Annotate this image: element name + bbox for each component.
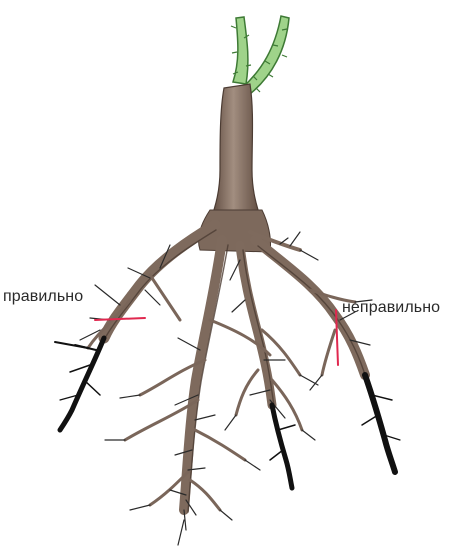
- correct-cut-mark: [95, 318, 145, 320]
- root-system: [55, 225, 400, 545]
- label-correct: правильно: [3, 288, 83, 306]
- cut-marks: [95, 310, 338, 365]
- label-incorrect: неправильно: [342, 299, 440, 317]
- main-stem: [210, 84, 262, 222]
- green-shoots: [231, 16, 289, 94]
